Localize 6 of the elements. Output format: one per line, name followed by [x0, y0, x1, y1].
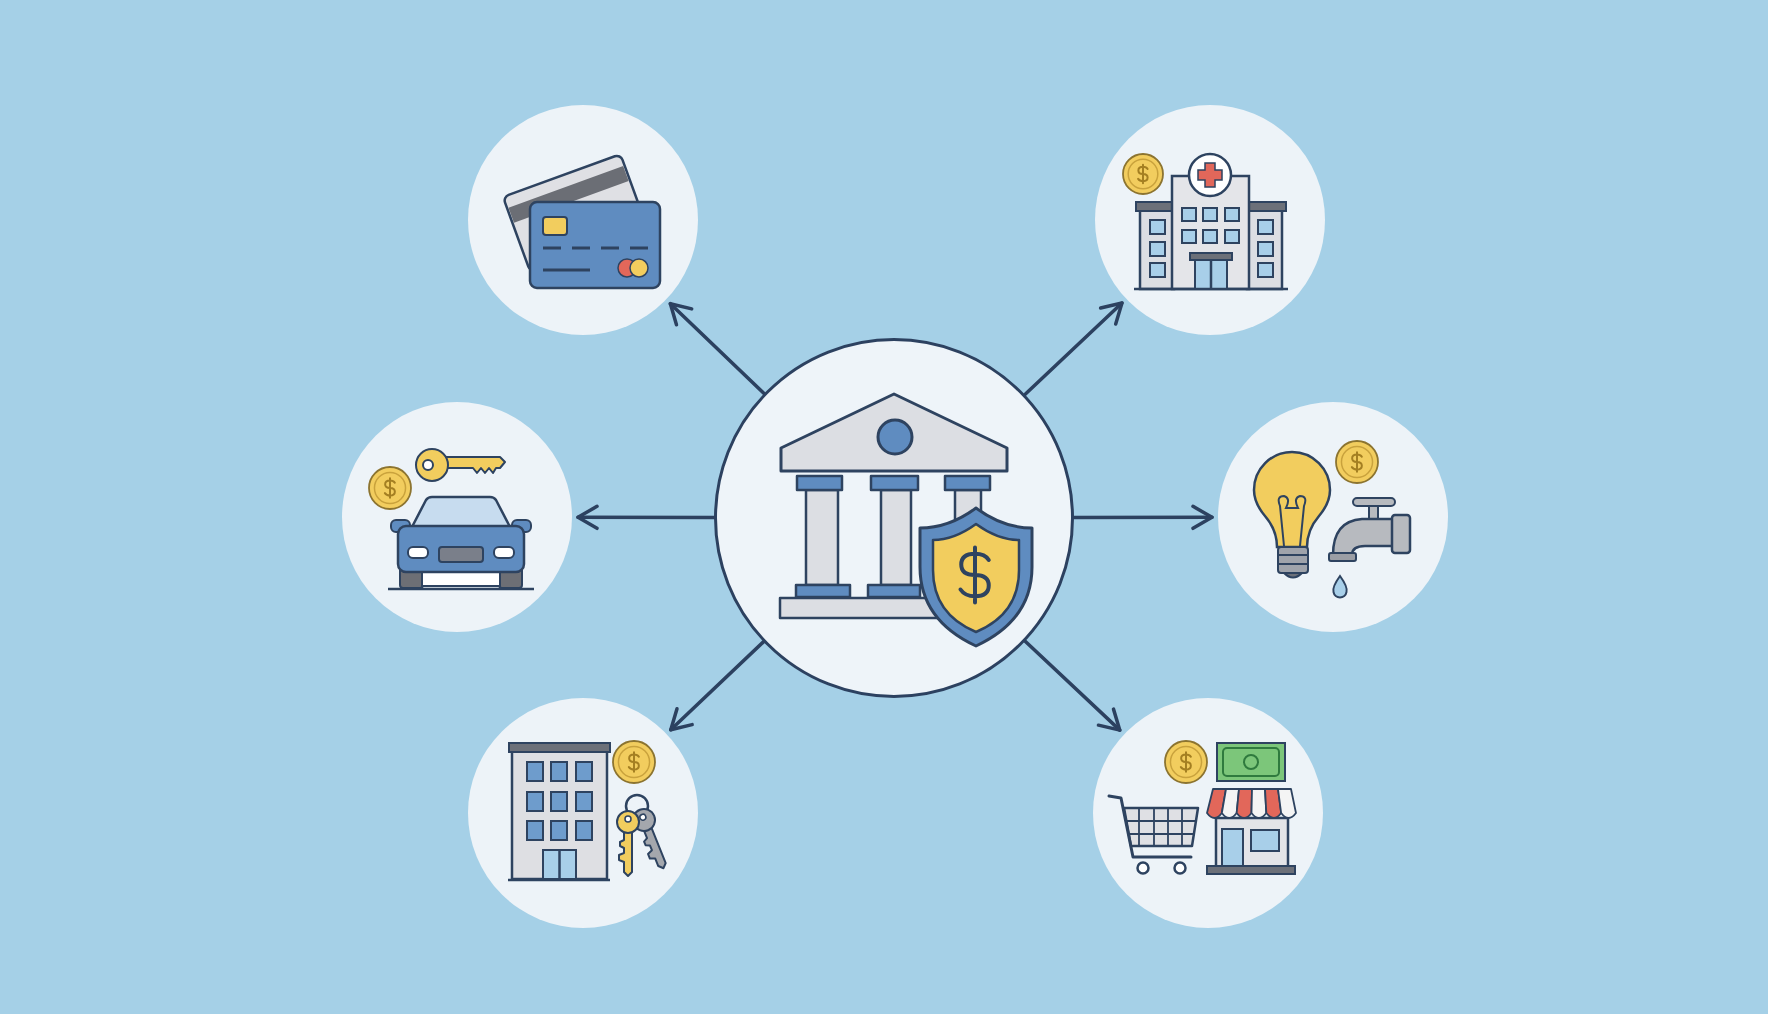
arrow [1072, 504, 1214, 531]
arrow [1023, 301, 1124, 397]
arrow [668, 301, 766, 396]
arrow [669, 640, 766, 732]
arrow [1023, 639, 1122, 732]
arrow [576, 504, 716, 531]
